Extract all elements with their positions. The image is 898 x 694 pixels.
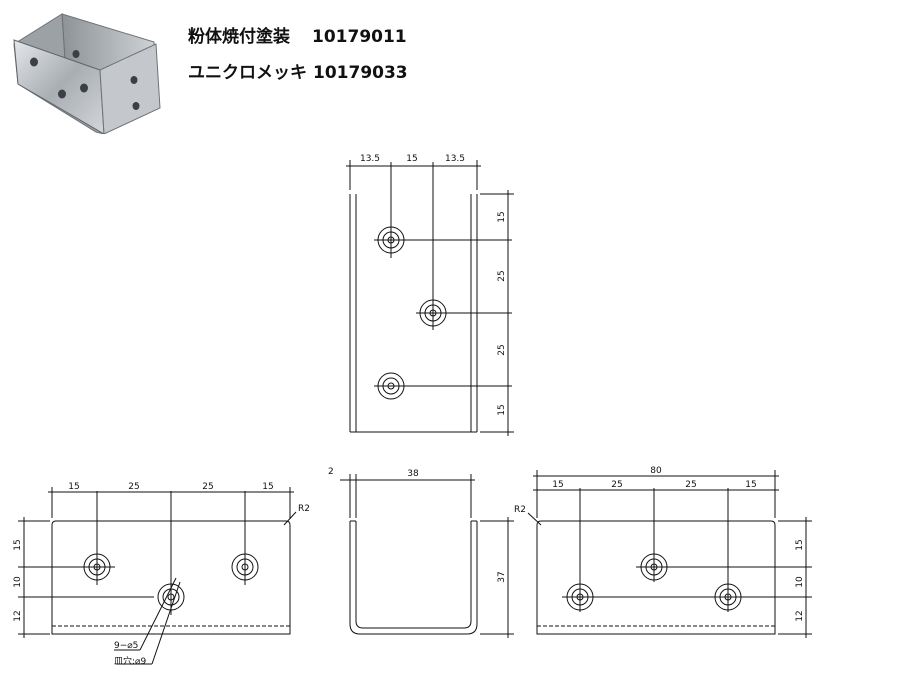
dim-back-top-3: 25: [685, 480, 696, 490]
product-line-unichrome: ユニクロメッキ 10179033: [188, 58, 408, 83]
dim-back-right-1: 15: [795, 539, 805, 550]
product-code: 10179011: [312, 27, 407, 47]
dim-right-3: 25: [497, 344, 507, 355]
radius-label: R2: [514, 505, 526, 515]
radius-label: R2: [298, 504, 310, 514]
dim-back-top-1: 15: [552, 480, 563, 490]
product-code: 10179033: [313, 63, 408, 83]
hole-note: 9−⌀5: [114, 641, 138, 651]
dim-back-top-2: 25: [611, 480, 622, 490]
finish-label: ユニクロメッキ: [188, 63, 307, 83]
dim-height: 37: [497, 571, 507, 582]
front-view: [18, 487, 297, 665]
dim-back-top-4: 15: [745, 480, 756, 490]
dim-right-4: 15: [497, 404, 507, 415]
side-view: [340, 474, 514, 638]
dim-thickness: 2: [328, 467, 334, 477]
dim-front-top-1: 15: [68, 482, 79, 492]
product-line-powder-coat: 粉体焼付塗装 10179011: [188, 22, 407, 47]
dim-width: 38: [407, 469, 419, 479]
finish-label: 粉体焼付塗装: [188, 27, 290, 47]
top-view: [346, 160, 514, 436]
dim-back-right-2: 10: [795, 576, 805, 588]
u-bracket-photo-icon: [13, 13, 161, 134]
dim-overall: 80: [650, 466, 662, 476]
dim-top-center: 15: [406, 154, 417, 164]
dim-top-right: 13.5: [445, 154, 465, 164]
dim-front-left-1: 15: [13, 539, 23, 550]
dim-back-right-3: 12: [795, 610, 805, 621]
dim-front-left-3: 12: [13, 610, 23, 621]
dim-right-2: 25: [497, 270, 507, 281]
countersink-note: 皿穴:⌀9: [114, 655, 146, 667]
dim-right-1: 15: [497, 211, 507, 222]
dim-front-left-2: 10: [13, 576, 23, 588]
dim-front-top-2: 25: [128, 482, 139, 492]
back-view: [527, 470, 812, 638]
dim-front-top-3: 25: [202, 482, 213, 492]
dim-front-top-4: 15: [262, 482, 273, 492]
dim-top-left: 13.5: [360, 154, 380, 164]
